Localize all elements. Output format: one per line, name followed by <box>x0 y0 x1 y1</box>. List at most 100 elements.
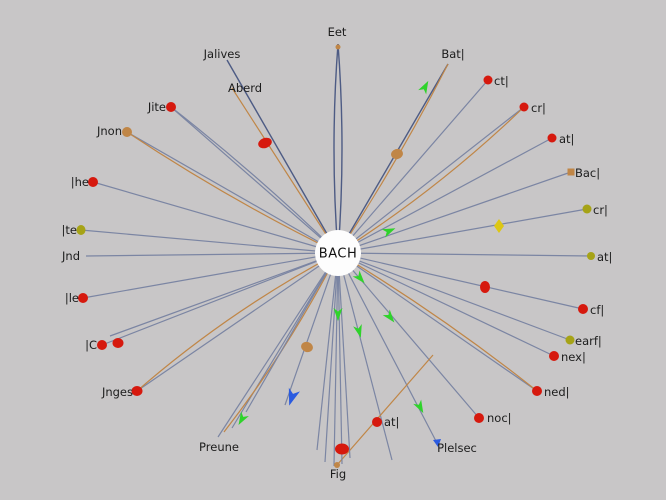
node-marker-red[interactable] <box>578 304 588 314</box>
node-marker-green[interactable] <box>352 270 368 287</box>
node-label[interactable]: cr| <box>531 101 546 115</box>
node-marker-blue_m[interactable] <box>284 387 300 408</box>
node-label[interactable]: Eet <box>328 25 347 39</box>
graph-edge <box>337 63 449 254</box>
graph-edge <box>170 106 339 254</box>
graph-edge <box>337 63 449 254</box>
node-marker-green[interactable] <box>333 308 343 321</box>
node-label[interactable]: ct| <box>494 74 509 88</box>
node-marker-blue_m[interactable] <box>433 439 441 447</box>
node-marker-olive[interactable] <box>587 252 595 260</box>
node-marker-orange[interactable] <box>567 168 575 176</box>
graph-edge <box>337 252 555 357</box>
graph-edge <box>336 354 434 466</box>
node-label[interactable]: |le <box>65 291 79 305</box>
node-marker-orange[interactable] <box>122 127 132 137</box>
node-marker-red[interactable] <box>257 136 274 150</box>
node-marker-red[interactable] <box>474 413 484 423</box>
node-marker-yellow[interactable] <box>494 219 504 233</box>
node-label[interactable]: earf| <box>575 334 602 348</box>
node-marker-orange[interactable] <box>335 44 341 50</box>
graph-edge <box>337 252 571 341</box>
graph-edge <box>337 252 438 444</box>
graph-edge <box>337 252 351 459</box>
node-label[interactable]: at| <box>384 415 399 429</box>
graph-edge <box>337 252 393 461</box>
node-marker-olive[interactable] <box>76 225 86 235</box>
graph-edge <box>324 252 339 463</box>
graph-edge <box>337 137 553 254</box>
graph-edge <box>136 252 339 392</box>
node-label[interactable]: Jnon <box>96 124 122 138</box>
node-marker-red[interactable] <box>335 443 349 455</box>
node-marker-red[interactable] <box>483 75 493 85</box>
node-label[interactable]: Bac| <box>575 166 600 180</box>
graph-edge <box>170 106 339 254</box>
node-marker-red[interactable] <box>547 133 557 143</box>
center-node-circle[interactable] <box>315 230 361 276</box>
node-marker-red[interactable] <box>97 340 107 350</box>
node-label[interactable]: |C <box>85 338 97 352</box>
node-label[interactable]: cf| <box>590 303 604 317</box>
node-label[interactable]: at| <box>559 132 574 146</box>
node-marker-green[interactable] <box>413 399 427 416</box>
node-marker-red[interactable] <box>112 338 124 348</box>
graph-edge <box>231 252 339 429</box>
node-marker-green[interactable] <box>235 411 249 428</box>
node-marker-red[interactable] <box>131 386 143 396</box>
graph-edge <box>109 252 339 337</box>
node-label[interactable]: |te <box>62 223 77 237</box>
node-label[interactable]: Jnd <box>61 249 80 263</box>
node-marker-red[interactable] <box>532 386 542 396</box>
graph-edge <box>126 131 339 254</box>
center-node[interactable]: BACH <box>315 230 361 276</box>
graph-edge <box>337 252 538 392</box>
node-label[interactable]: Jite <box>147 100 166 114</box>
node-marker-orange[interactable] <box>300 340 315 354</box>
node-marker-green[interactable] <box>382 309 398 326</box>
graph-edge <box>85 252 339 257</box>
node-marker-olive[interactable] <box>582 204 592 214</box>
graph-edge <box>337 43 343 254</box>
markers-layer <box>76 44 595 468</box>
graph-edge <box>284 252 339 406</box>
node-label[interactable]: noc| <box>487 411 512 425</box>
node-label[interactable]: Preune <box>199 440 239 454</box>
node-marker-green[interactable] <box>418 79 432 95</box>
node-label[interactable]: |he <box>71 175 89 189</box>
node-marker-olive[interactable] <box>565 335 575 345</box>
node-marker-red[interactable] <box>166 102 176 112</box>
node-marker-green[interactable] <box>353 324 365 339</box>
node-marker-green[interactable] <box>381 224 397 238</box>
node-label[interactable]: nex| <box>561 350 586 364</box>
node-marker-red[interactable] <box>88 177 98 187</box>
node-marker-red[interactable] <box>480 281 490 293</box>
node-marker-orange[interactable] <box>334 462 340 468</box>
graph-edge <box>337 106 525 254</box>
graph-edge <box>337 79 489 254</box>
graph-edge <box>126 131 339 254</box>
node-marker-red[interactable] <box>78 293 88 303</box>
node-label[interactable]: cr| <box>593 203 608 217</box>
graph-edge <box>337 252 538 392</box>
edges-layer <box>80 43 592 467</box>
graph-edge <box>337 171 572 254</box>
node-marker-orange[interactable] <box>390 148 404 161</box>
graph-edge <box>217 252 339 438</box>
node-label[interactable]: Jalives <box>203 47 241 61</box>
node-label[interactable]: Aberd <box>228 81 262 95</box>
graph-edge <box>80 229 339 254</box>
node-label[interactable]: ned| <box>544 385 570 399</box>
graph-edge <box>92 181 339 254</box>
node-label[interactable]: at| <box>597 250 612 264</box>
node-marker-red[interactable] <box>519 102 529 112</box>
node-label[interactable]: Jnges <box>101 385 133 399</box>
graph-edge <box>337 252 584 310</box>
graph-edge <box>136 252 339 392</box>
node-marker-red[interactable] <box>372 417 382 427</box>
node-label[interactable]: Bat| <box>441 47 464 61</box>
node-label[interactable]: Plelsec <box>437 441 477 455</box>
node-marker-red[interactable] <box>549 351 559 361</box>
node-label[interactable]: Fig <box>330 467 346 481</box>
center-node-label: BACH <box>319 247 357 262</box>
